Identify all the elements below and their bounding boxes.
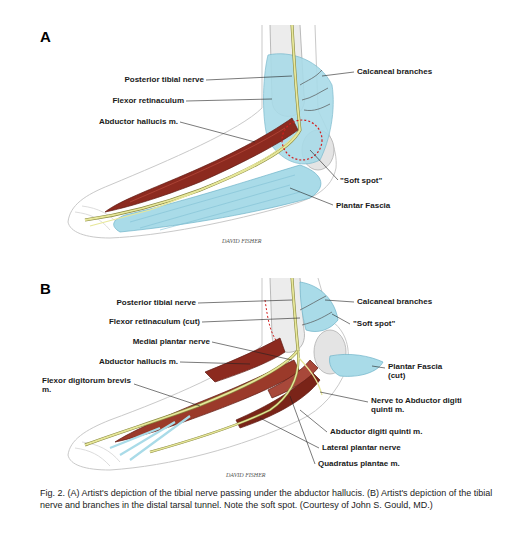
panel-a-art [68, 25, 354, 238]
figure-caption: Fig. 2. (A) Artist's depiction of the ti… [40, 488, 495, 511]
panel-b-art [68, 278, 385, 470]
panel-letter: A [40, 28, 51, 45]
part-label: "Soft spot" [353, 319, 395, 328]
part-label: Nerve to Abductor digiti quinti m. [371, 396, 471, 414]
panel-letter: B [40, 280, 51, 297]
part-label: Flexor retinaculum (cut) [109, 317, 200, 326]
part-label: Medial plantar nerve [133, 337, 210, 346]
part-label: Quadratus plantae m. [318, 459, 400, 468]
part-label: Plantar Fascia [336, 201, 390, 210]
part-label: Calcaneal branches [357, 67, 432, 76]
part-label: Flexor digitorum brevis m. [42, 376, 132, 394]
part-label: Plantar Fascia (cut) [388, 362, 458, 380]
part-label: "Soft spot" [340, 176, 382, 185]
artist-signature: DAVID FISHER [222, 238, 262, 245]
part-label: Abductor digiti quinti m. [330, 427, 422, 436]
part-label: Lateral plantar nerve [322, 443, 401, 452]
part-label: Posterior tibial nerve [116, 298, 196, 307]
part-label: Posterior tibial nerve [124, 75, 204, 84]
part-label: Flexor retinaculum [112, 96, 184, 105]
part-label: Calcaneal branches [357, 297, 432, 306]
part-label: Abductor hallucis m. [99, 117, 178, 126]
part-label: Abductor hallucis m. [99, 357, 178, 366]
artist-signature: DAVID FISHER [226, 472, 266, 479]
